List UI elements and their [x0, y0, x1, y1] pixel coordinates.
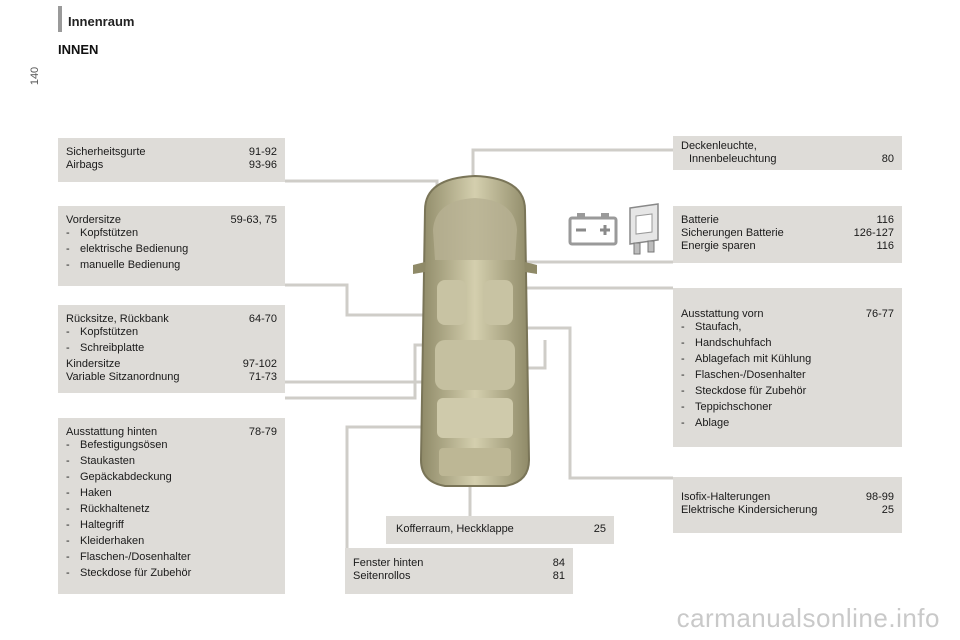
front-equip-title: Ausstattung vorn — [681, 308, 764, 320]
box-isofix: Isofix-Halterungen 98-99 Elektrische Kind… — [673, 477, 902, 533]
isofix-page: 98-99 — [865, 491, 894, 503]
list-item: Staukasten — [80, 455, 136, 467]
watermark: carmanualsonline.info — [676, 603, 940, 633]
dash: - — [66, 455, 70, 467]
energy-label: Energie sparen — [681, 240, 756, 252]
dash: - — [681, 337, 685, 349]
dash: - — [66, 227, 70, 239]
dash: - — [681, 321, 685, 333]
dash: - — [681, 417, 685, 429]
header-bar — [58, 6, 62, 32]
dash: - — [66, 519, 70, 531]
list-item: Flaschen-/Dosenhalter — [80, 551, 191, 563]
airbags-label: Airbags — [66, 159, 104, 171]
list-item: Handschuhfach — [695, 337, 772, 349]
list-item: Flaschen-/Dosenhalter — [695, 369, 806, 381]
seating-page: 71-73 — [248, 371, 277, 383]
fuse-icon — [629, 203, 659, 255]
box-ceiling-light: Deckenleuchte, Innenbeleuchtung 80 — [673, 136, 902, 170]
section-title: INNEN — [58, 42, 99, 57]
child-seats-page: 97-102 — [242, 358, 277, 370]
list-item: Kleiderhaken — [80, 535, 145, 547]
front-seats-title: Vordersitze — [66, 214, 122, 226]
list-item: Ablage — [695, 417, 730, 429]
dash: - — [681, 353, 685, 365]
side-blinds-label: Seitenrollos — [353, 570, 411, 582]
side-blinds-page: 81 — [552, 570, 565, 582]
trunk-label: Kofferraum, Heckklappe — [396, 523, 514, 535]
child-lock-label: Elektrische Kindersicherung — [681, 504, 818, 516]
page-header: Innenraum — [68, 14, 135, 29]
rear-window-page: 84 — [552, 557, 565, 569]
line-isofix — [522, 326, 673, 480]
dash: - — [681, 369, 685, 381]
list-item: Rückhaltenetz — [80, 503, 150, 515]
car-interior-illustration — [413, 174, 537, 487]
list-item: Befestigungsösen — [80, 439, 168, 451]
battery-page: 116 — [876, 214, 894, 226]
list-item: Steckdose für Zubehör — [80, 567, 192, 579]
dash: - — [66, 259, 70, 271]
list-item: Kopfstützen — [80, 326, 139, 338]
dash: - — [66, 487, 70, 499]
dash: - — [66, 471, 70, 483]
rear-seats-page: 64-70 — [248, 313, 277, 325]
rear-window-label: Fenster hinten — [353, 557, 424, 569]
list-item: Kopfstützen — [80, 227, 139, 239]
battery-label: Batterie — [681, 214, 719, 226]
rear-equip-page: 78-79 — [248, 426, 277, 438]
front-seats-page: 59-63, 75 — [230, 214, 277, 226]
dash: - — [66, 439, 70, 451]
front-equip-page: 76-77 — [865, 308, 894, 320]
ceiling-page: 80 — [881, 153, 894, 165]
dash: - — [66, 567, 70, 579]
dash: - — [66, 326, 70, 338]
list-item: Steckdose für Zubehör — [695, 385, 807, 397]
battery-icon — [568, 213, 618, 246]
dash: - — [66, 503, 70, 515]
rear-seats-title: Rücksitze, Rückbank — [66, 313, 169, 325]
list-item: Ablagefach mit Kühlung — [695, 353, 812, 365]
list-item: Teppichschoner — [695, 401, 773, 413]
dash: - — [66, 243, 70, 255]
isofix-label: Isofix-Halterungen — [681, 491, 771, 503]
belts-page: 91-92 — [248, 146, 277, 158]
child-seats-label: Kindersitze — [66, 358, 121, 370]
child-lock-page: 25 — [881, 504, 894, 516]
dash: - — [66, 551, 70, 563]
box-trunk: Kofferraum, Heckklappe 25 — [386, 516, 614, 544]
box-rear-window: Fenster hinten 84 Seitenrollos 81 — [345, 548, 573, 594]
interior-light-label: Innenbeleuchtung — [689, 153, 777, 165]
dash: - — [681, 401, 685, 413]
list-item: Haltegriff — [80, 519, 124, 531]
airbags-page: 93-96 — [248, 159, 277, 171]
dash: - — [681, 385, 685, 397]
ceiling-light-label: Deckenleuchte, — [681, 140, 757, 152]
list-item: Staufach, — [695, 321, 742, 333]
seating-label: Variable Sitzanordnung — [66, 371, 180, 383]
energy-page: 116 — [876, 240, 894, 252]
box-belts-airbags: Sicherheitsgurte 91-92 Airbags 93-96 — [58, 138, 285, 182]
dash: - — [66, 535, 70, 547]
dash: - — [66, 342, 70, 354]
list-item: Haken — [80, 487, 112, 499]
rear-equip-title: Ausstattung hinten — [66, 426, 158, 438]
line-front-seats — [285, 283, 440, 317]
box-rear-seats: Rücksitze, Rückbank 64-70 -Kopfstützen -S… — [58, 305, 285, 393]
fuses-label: Sicherungen Batterie — [681, 227, 784, 239]
trunk-page: 25 — [593, 523, 606, 535]
list-item: Gepäckabdeckung — [80, 471, 172, 483]
list-item: manuelle Bedienung — [80, 259, 181, 271]
list-item: Schreibplatte — [80, 342, 145, 354]
line-rear-window — [345, 425, 437, 548]
fuses-page: 126-127 — [853, 227, 894, 239]
belts-label: Sicherheitsgurte — [66, 146, 146, 158]
list-item: elektrische Bedienung — [80, 243, 189, 255]
